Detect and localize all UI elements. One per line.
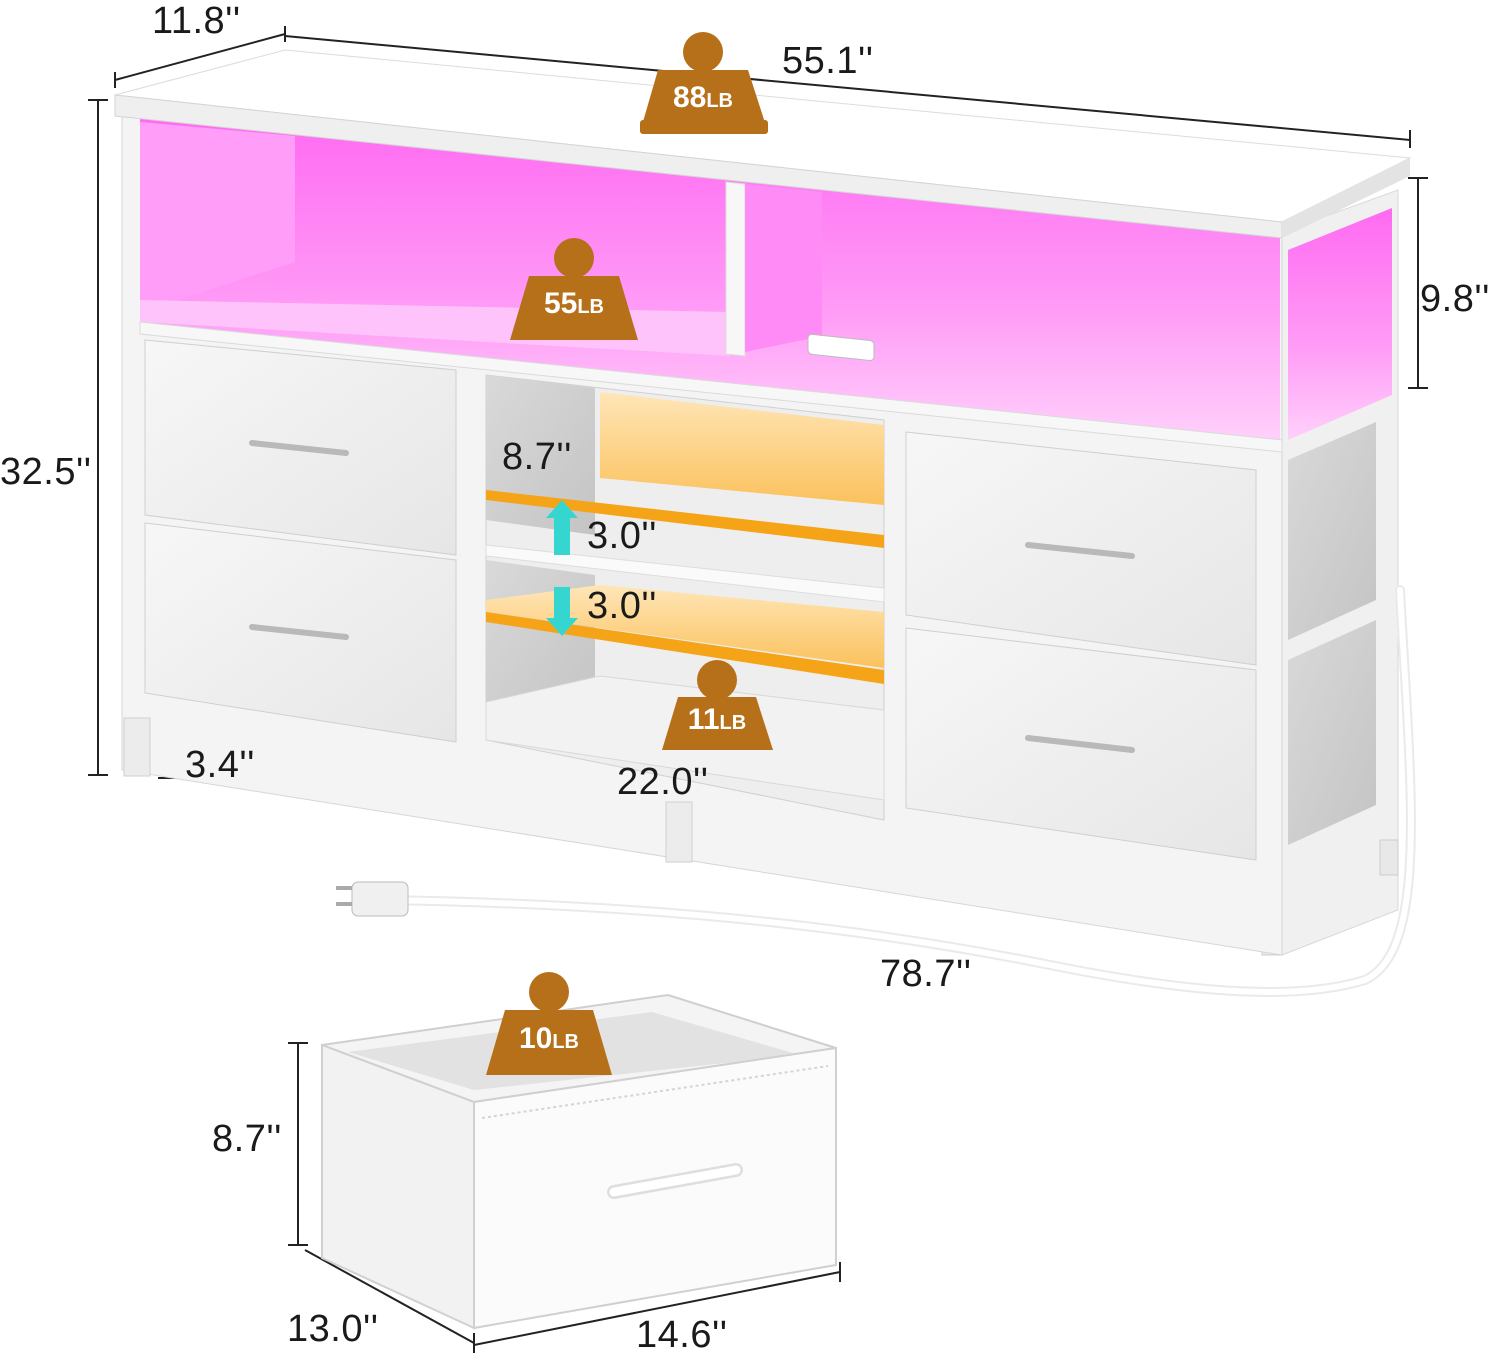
weight-middle-value: 11 (687, 703, 720, 736)
tv-stand-cabinet (114, 49, 1416, 997)
top-shelf-height-label: 9.8'' (1420, 278, 1490, 320)
weight-shelf-value: 55 (543, 287, 578, 320)
weight-badge-drawer (486, 972, 612, 1075)
weight-shelf-unit: LB (577, 296, 605, 318)
weight-drawer-unit: LB (552, 1031, 580, 1053)
weight-label-middle: 11LB (652, 703, 782, 737)
weight-badge-top (640, 32, 768, 134)
weight-badge-middle (662, 660, 773, 750)
drawer-depth-label: 13.0'' (287, 1308, 379, 1350)
middle-width-label: 22.0'' (617, 761, 709, 803)
drawer-height-label: 8.7'' (212, 1118, 282, 1160)
weight-drawer-value: 10 (518, 1022, 553, 1055)
shelf-adjust-down-label: 3.0'' (587, 585, 657, 627)
leg-height-label: 3.4'' (185, 744, 255, 786)
weight-badges (486, 32, 773, 1075)
weight-middle-unit: LB (719, 712, 747, 734)
weight-badge-shelf (510, 238, 638, 340)
cord-length-label: 78.7'' (880, 953, 972, 995)
width-label: 55.1'' (782, 40, 874, 82)
weight-label-top: 88LB (638, 81, 768, 115)
depth-label: 11.8'' (152, 0, 241, 42)
height-label: 32.5'' (0, 451, 92, 493)
weight-label-shelf: 55LB (509, 287, 639, 321)
middle-shelf-height-label: 8.7'' (502, 436, 572, 478)
weight-top-unit: LB (706, 90, 734, 112)
shelf-adjust-up-label: 3.0'' (587, 515, 657, 557)
drawer-width-label: 14.6'' (636, 1314, 728, 1356)
weight-label-drawer: 10LB (484, 1022, 614, 1056)
weight-top-value: 88 (672, 81, 707, 114)
